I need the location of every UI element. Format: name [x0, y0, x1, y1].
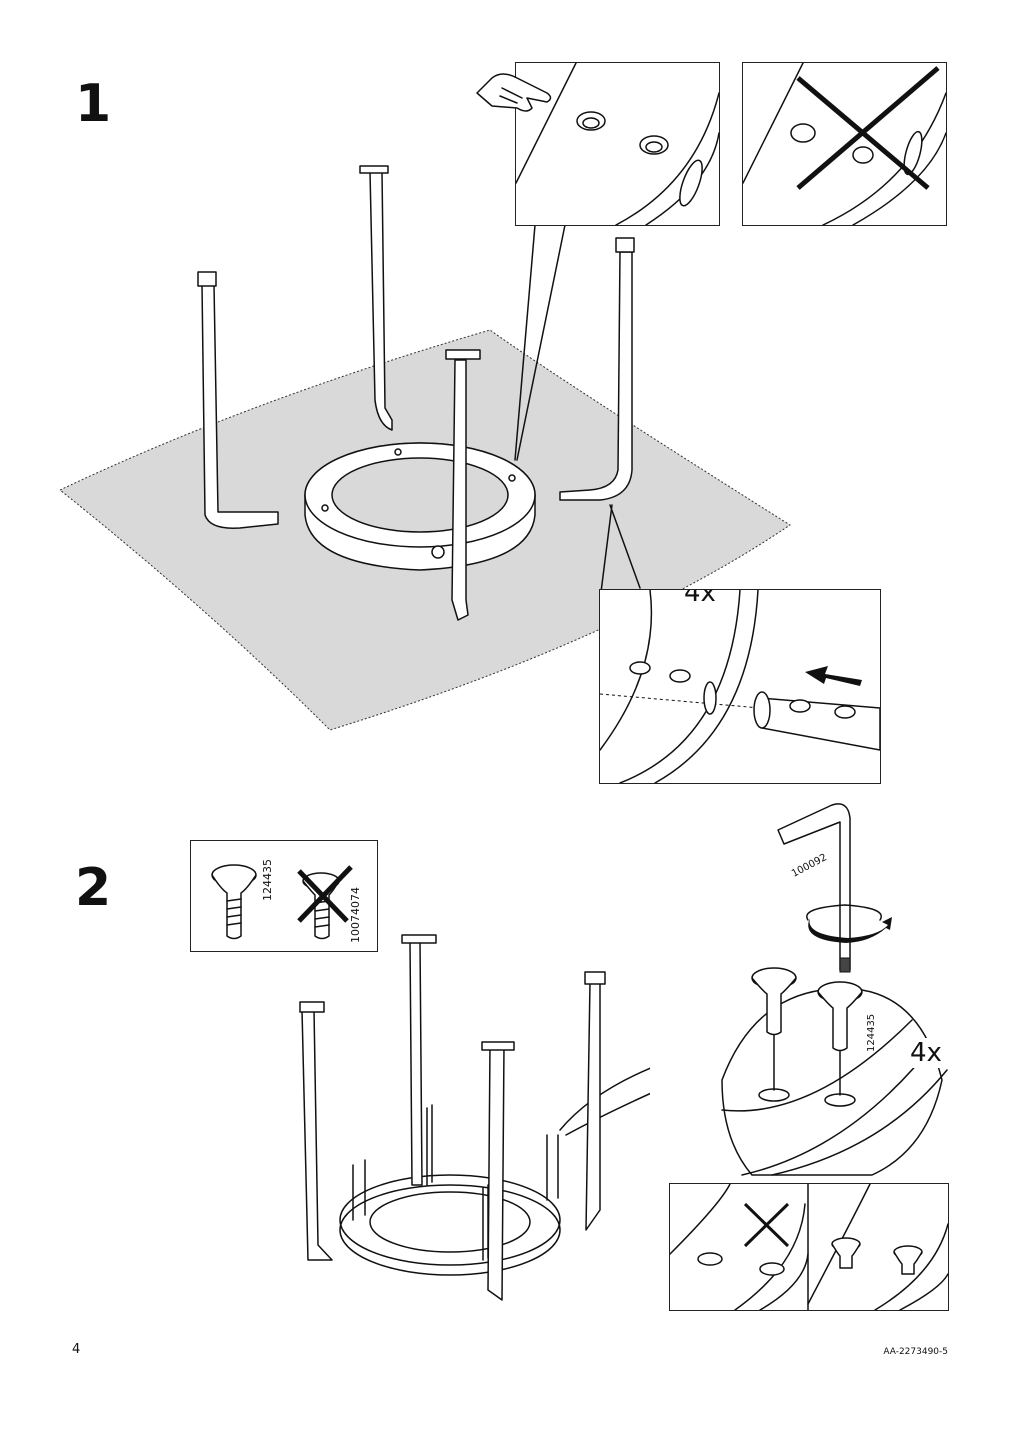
cross-out-icon [796, 66, 940, 190]
detail-wrong-orientation [742, 62, 947, 226]
document-code: AA-2273490-5 [883, 1347, 948, 1357]
screw-comparison: 124435 10074074 [190, 840, 378, 952]
insert-arrow-icon [805, 666, 862, 686]
rotate-arrow-icon [806, 904, 882, 921]
hand-pointer-icon [476, 73, 552, 112]
screw-icon [751, 967, 797, 1036]
step-1-number: 1 [75, 74, 112, 134]
allen-key-icon [777, 803, 892, 973]
screw-icon [893, 1245, 923, 1275]
detail-correct-orientation [515, 62, 720, 226]
screw-qty: 4x [910, 1038, 942, 1068]
screw-part-correct: 124435 [261, 859, 274, 901]
step-2-illustration [299, 934, 650, 1301]
insert-qty: 4x [680, 590, 720, 608]
screw-icon [831, 1237, 861, 1269]
step-1-illustration [59, 165, 791, 731]
screw-icon [817, 981, 863, 1052]
cross-out-icon [743, 1202, 790, 1248]
detail-insert-leg: 4x [599, 589, 881, 784]
page-number: 4 [72, 1342, 81, 1357]
detail-screw-insert [721, 967, 948, 1176]
screw-icon [211, 864, 257, 940]
detail-screw-part-no: 124435 [866, 1013, 877, 1052]
step-2-number: 2 [75, 858, 112, 918]
cross-out-icon [297, 865, 353, 923]
screw-seating-comparison [669, 1183, 949, 1311]
